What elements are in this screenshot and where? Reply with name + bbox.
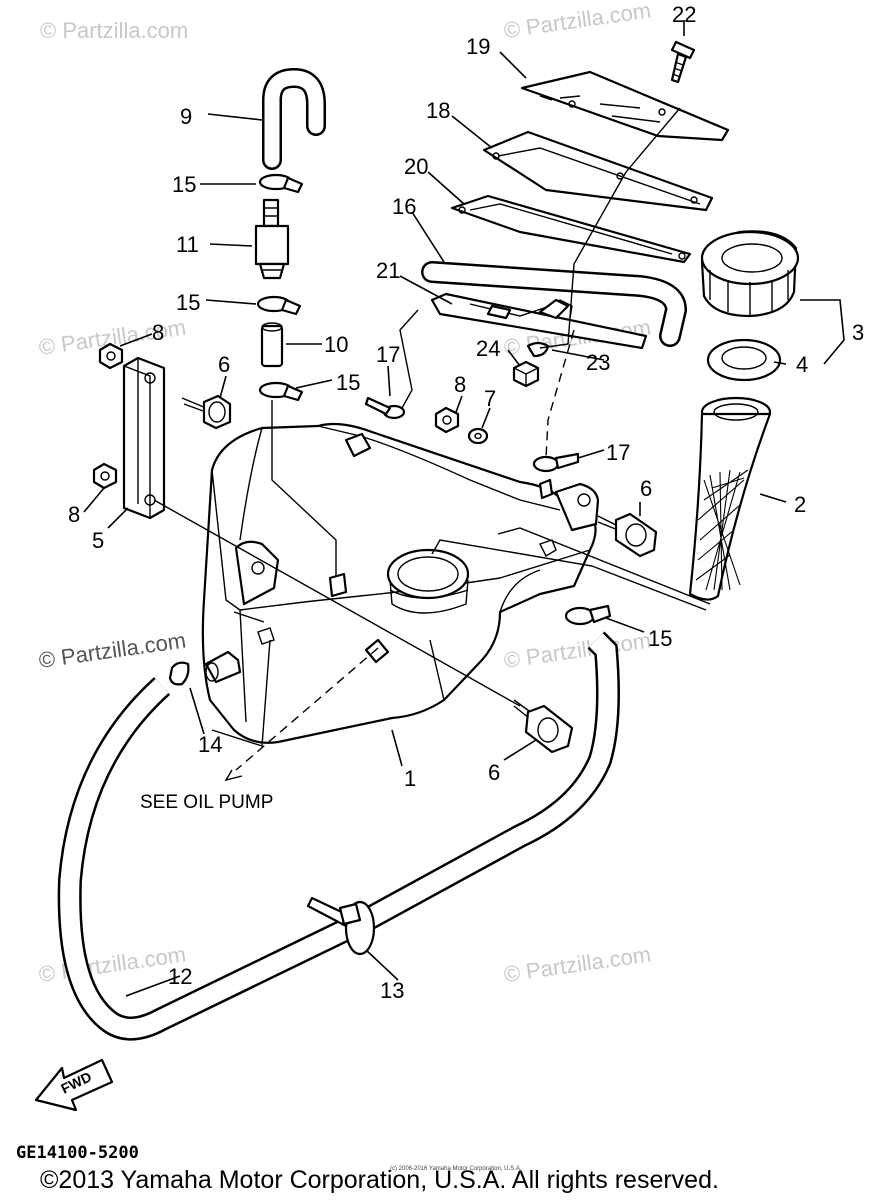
clip-part-14 [168,661,190,686]
hose-part-16 [421,261,688,347]
watermark: © Partzilla.com [40,18,188,43]
callout-20: 20 [404,154,428,179]
callout-19: 19 [466,34,490,59]
small-copyright: (c) 2006-2016 Yamaha Motor Corporation, … [390,1166,522,1172]
clamp-part-15 [256,295,302,316]
clamp-part-17 [364,396,406,420]
hose-part-9 [262,67,326,170]
callout-24: 24 [476,336,500,361]
callout-15: 15 [172,172,196,197]
callout-17: 17 [606,440,630,465]
watermark: © Partzilla.com [502,0,652,43]
callout-5: 5 [92,528,104,553]
cap-part-3 [700,230,800,318]
clamp-part-15 [258,173,304,194]
bracket-part-5 [122,356,166,520]
callout-8: 8 [454,372,466,397]
clamp-part-15 [258,381,304,402]
oil-tank-part-1 [201,422,600,744]
callouts: 22 19 18 20 16 21 9 15 11 15 10 15 8 6 1… [68,2,864,1003]
callout-6: 6 [218,352,230,377]
callout-12: 12 [168,964,192,989]
callout-11: 11 [176,232,199,257]
nut-part-8 [92,462,118,490]
callout-23: 23 [586,350,610,375]
callout-8: 8 [68,502,80,527]
band-part-13 [306,896,376,956]
bolt-part-6 [181,394,232,430]
callout-2: 2 [794,492,806,517]
callout-1: 1 [404,766,416,791]
callout-16: 16 [392,194,416,219]
gasket-part-20 [450,194,692,264]
watermark: © Partzilla.com [37,628,187,673]
outlet-fitting [204,650,242,684]
callout-13: 13 [380,978,404,1003]
callout-15: 15 [176,290,200,315]
sensor-part-21 [430,292,648,350]
watermark: © Partzilla.com [37,942,187,987]
reference-lines [153,107,711,782]
clip-part-23 [526,341,550,358]
callout-4: 4 [796,352,808,377]
callout-21: 21 [376,258,400,283]
callout-9: 9 [180,104,192,129]
hose-part-12 [57,631,620,1041]
watermark: © Partzilla.com [502,628,652,673]
callout-15: 15 [648,626,672,651]
filter-part-11 [254,198,290,280]
bracket-part-18 [482,130,714,212]
strainer-part-2 [688,396,772,601]
plate-part-19 [520,70,730,142]
nut-part-8 [98,342,124,370]
see-oil-pump-note: SEE OIL PUMP [140,792,273,813]
diagram-code: GE14100-5200 [16,1143,139,1163]
callout-14: 14 [198,732,222,757]
callout-15: 15 [336,370,360,395]
bolt-part-6 [513,699,574,754]
callout-3: 3 [852,320,864,345]
callout-22: 22 [672,2,696,27]
callout-6: 6 [488,760,500,785]
seal-part-4 [706,338,782,382]
watermark: © Partzilla.com [502,942,652,987]
clamp-part-15 [564,604,612,626]
callout-18: 18 [426,98,450,123]
screw-part-22 [670,40,696,84]
leader-lines [83,20,845,997]
copyright-notice: ©2013 Yamaha Motor Corporation, U.S.A. A… [40,1166,719,1194]
washer-part-7 [467,427,489,445]
clamp-part-17 [532,452,580,473]
callout-8: 8 [152,320,164,345]
pipe-part-10 [260,322,284,368]
callout-7: 7 [484,386,496,411]
callout-10: 10 [324,332,348,357]
nut-part-24 [512,360,540,388]
nut-part-8 [434,406,460,434]
fwd-arrow-icon: FWD [34,1058,114,1112]
bolt-part-6 [597,512,658,558]
callout-17: 17 [376,342,400,367]
callout-6: 6 [640,476,652,501]
